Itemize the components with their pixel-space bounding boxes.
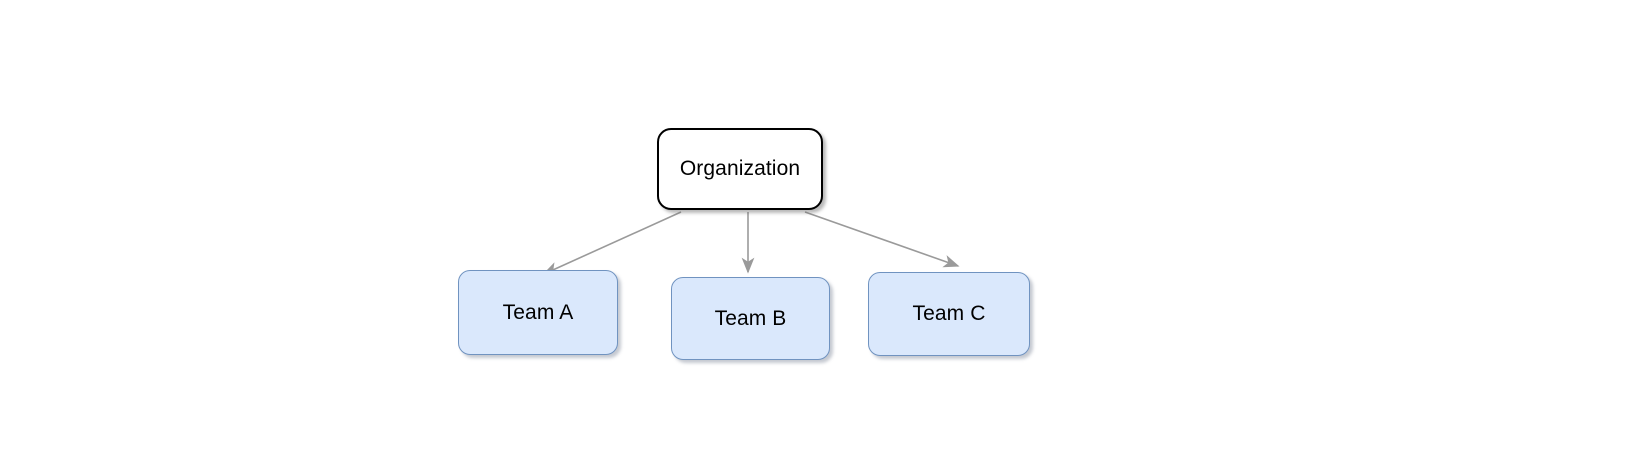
node-team-a-label: Team A xyxy=(502,300,574,324)
node-organization[interactable]: Organization xyxy=(657,128,823,210)
node-team-a[interactable]: Team A xyxy=(458,270,618,355)
edge-org-to-team-c xyxy=(804,211,960,268)
node-team-c[interactable]: Team C xyxy=(868,272,1030,356)
node-organization-label: Organization xyxy=(679,157,801,181)
node-team-b-label: Team B xyxy=(714,306,787,330)
node-team-c-label: Team C xyxy=(912,302,986,326)
edge-org-to-team-a xyxy=(542,211,682,275)
node-team-b[interactable]: Team B xyxy=(671,277,830,360)
